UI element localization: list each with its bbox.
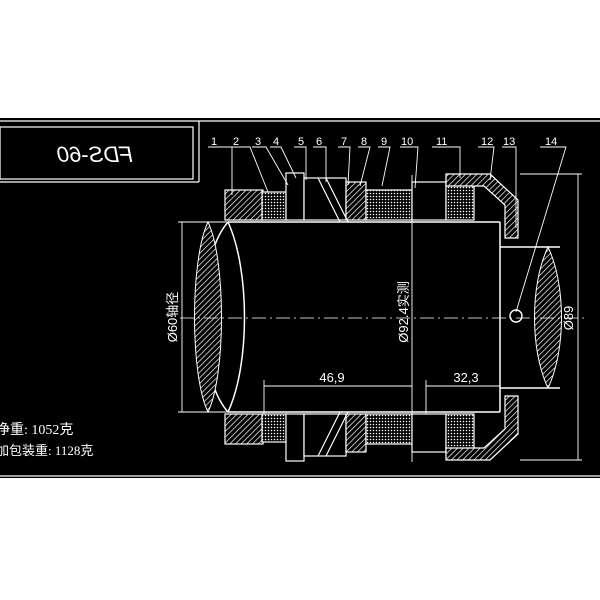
part-number: 5 bbox=[298, 136, 304, 148]
drawing-title: FDS-60 bbox=[56, 142, 133, 167]
part-leaders bbox=[208, 146, 567, 313]
part-number: 10 bbox=[401, 136, 413, 148]
part-number: 14 bbox=[545, 136, 557, 148]
measured-diameter-dimension: Ø92.4实测 bbox=[396, 281, 411, 342]
part-number: 9 bbox=[381, 136, 387, 148]
part-number: 13 bbox=[503, 136, 515, 148]
net-weight-note: 净重: 1052克 bbox=[0, 422, 73, 438]
part-number: 7 bbox=[341, 136, 347, 148]
shaft-diameter-dimension: Ø60轴径 bbox=[165, 292, 180, 343]
dimension-lines bbox=[178, 173, 582, 462]
title-block bbox=[0, 120, 600, 477]
part-number: 3 bbox=[255, 136, 261, 148]
packed-weight-note: 加包装重: 1128克 bbox=[0, 443, 93, 458]
part-number: 12 bbox=[481, 136, 493, 148]
length-right-dimension: 32,3 bbox=[453, 370, 478, 385]
shaft-break-right bbox=[534, 245, 562, 390]
length-left-dimension: 46,9 bbox=[319, 370, 344, 385]
shaft bbox=[202, 221, 560, 413]
part-number: 6 bbox=[316, 136, 322, 148]
part-number: 2 bbox=[233, 136, 239, 148]
part-number: 11 bbox=[436, 136, 447, 148]
part-number-labels: 1 2 3 4 5 6 7 8 9 10 11 12 13 14 bbox=[211, 136, 557, 148]
seal-assembly-upper bbox=[224, 172, 519, 239]
seal-assembly-lower bbox=[224, 395, 519, 462]
part-number: 4 bbox=[273, 136, 279, 148]
part-number: 1 bbox=[211, 136, 217, 148]
outer-diameter-dimension: Ø89 bbox=[561, 306, 576, 331]
set-screw-marker bbox=[509, 309, 523, 323]
part-number: 8 bbox=[361, 136, 367, 148]
